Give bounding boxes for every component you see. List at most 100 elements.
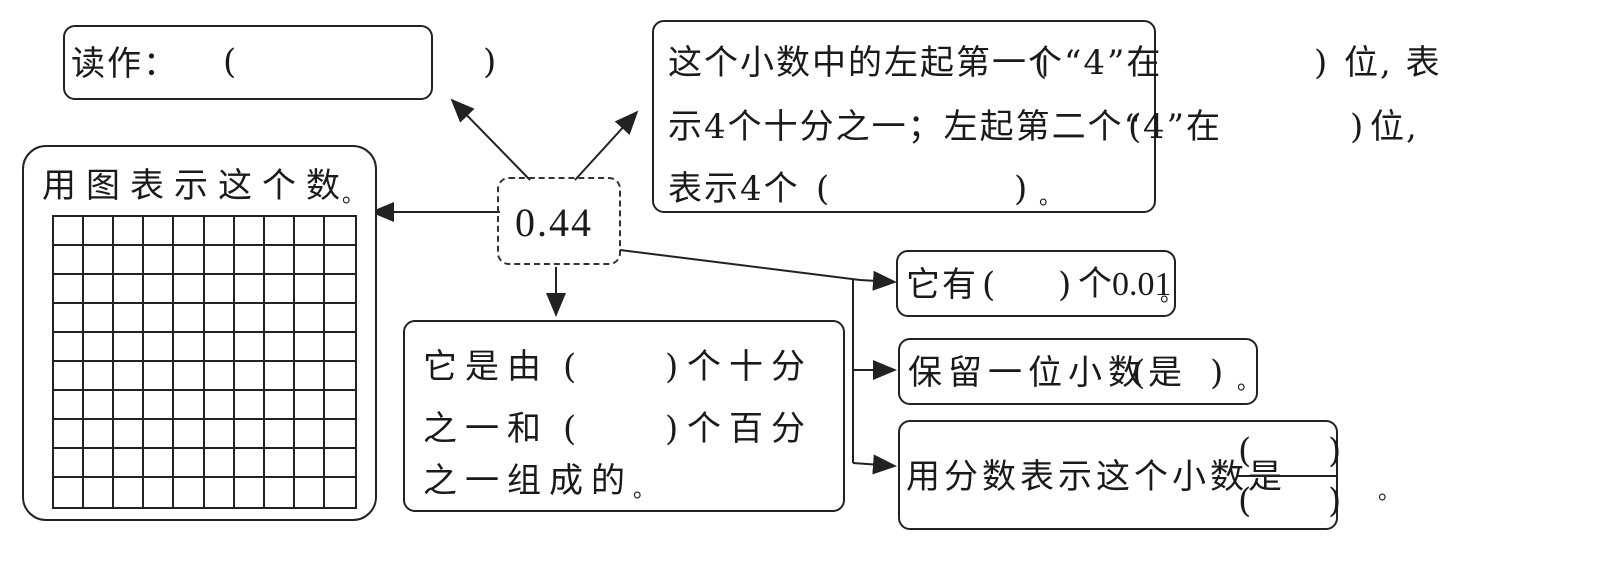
grid-cell[interactable]: [144, 275, 175, 304]
grid-cell[interactable]: [174, 391, 205, 420]
grid-cell[interactable]: [204, 333, 235, 362]
grid-cell[interactable]: [204, 420, 235, 449]
grid-cell[interactable]: [264, 304, 295, 333]
grid-cell[interactable]: [54, 478, 85, 507]
grid-cell[interactable]: [205, 478, 235, 507]
grid-cell[interactable]: [294, 246, 325, 275]
read-answer-blank[interactable]: [245, 39, 475, 87]
grid-cell[interactable]: [235, 478, 265, 507]
grid-cell[interactable]: [84, 304, 115, 333]
grid-cell[interactable]: [114, 391, 145, 420]
grid-cell[interactable]: [114, 246, 145, 275]
grid-cell[interactable]: [234, 304, 265, 333]
grid-cell[interactable]: [324, 246, 355, 275]
grid-cell[interactable]: [84, 449, 115, 478]
grid-cell[interactable]: [114, 217, 145, 246]
grid-cell[interactable]: [204, 246, 235, 275]
grid-cell[interactable]: [295, 478, 325, 507]
grid-cell[interactable]: [234, 391, 265, 420]
grid-cell[interactable]: [265, 478, 295, 507]
grid-cell[interactable]: [234, 217, 265, 246]
grid-cell[interactable]: [264, 449, 295, 478]
grid-cell[interactable]: [114, 333, 145, 362]
grid-cell[interactable]: [234, 420, 265, 449]
grid-cell[interactable]: [174, 333, 205, 362]
grid-cell[interactable]: [174, 449, 205, 478]
grid-cell[interactable]: [144, 362, 175, 391]
grid-cell[interactable]: [174, 246, 205, 275]
grid-cell[interactable]: [264, 246, 295, 275]
grid-cell[interactable]: [264, 362, 295, 391]
grid-cell[interactable]: [294, 275, 325, 304]
hundredths-count-blank[interactable]: [581, 404, 661, 448]
numerator-blank[interactable]: [1256, 428, 1326, 470]
grid-cell[interactable]: [174, 217, 205, 246]
grid-cell[interactable]: [294, 420, 325, 449]
grid-cell[interactable]: [174, 478, 205, 507]
denominator-blank[interactable]: [1256, 480, 1326, 522]
grid-cell[interactable]: [324, 304, 355, 333]
grid-cell[interactable]: [114, 362, 145, 391]
first-four-place-blank[interactable]: [1054, 38, 1134, 82]
grid-cell[interactable]: [234, 449, 265, 478]
grid-cell[interactable]: [114, 304, 145, 333]
grid-cell[interactable]: [144, 246, 175, 275]
grid-cell[interactable]: [234, 362, 265, 391]
grid-cell[interactable]: [84, 420, 115, 449]
grid-cell[interactable]: [54, 420, 85, 449]
grid-cell[interactable]: [144, 217, 175, 246]
grid-cell[interactable]: [174, 362, 205, 391]
grid-cell[interactable]: [234, 246, 265, 275]
grid-cell[interactable]: [54, 362, 85, 391]
tenths-count-blank[interactable]: [581, 342, 661, 386]
grid-cell[interactable]: [54, 391, 85, 420]
grid-cell[interactable]: [324, 275, 355, 304]
grid-cell[interactable]: [174, 304, 205, 333]
grid-cell[interactable]: [294, 449, 325, 478]
grid-cell[interactable]: [114, 420, 145, 449]
grid-cell[interactable]: [264, 217, 295, 246]
grid-cell[interactable]: [84, 362, 115, 391]
grid-cell[interactable]: [84, 275, 115, 304]
grid-cell[interactable]: [204, 217, 235, 246]
grid-cell[interactable]: [114, 275, 145, 304]
grid-cell[interactable]: [264, 275, 295, 304]
grid-cell[interactable]: [264, 333, 295, 362]
grid-cell[interactable]: [324, 420, 355, 449]
grid-cell[interactable]: [324, 362, 355, 391]
hundred-square-grid[interactable]: [52, 215, 357, 509]
grid-cell[interactable]: [54, 275, 85, 304]
grid-cell[interactable]: [204, 362, 235, 391]
grid-cell[interactable]: [294, 391, 325, 420]
grid-cell[interactable]: [84, 333, 115, 362]
grid-cell[interactable]: [264, 420, 295, 449]
grid-cell[interactable]: [84, 391, 115, 420]
grid-cell[interactable]: [294, 304, 325, 333]
grid-cell[interactable]: [174, 420, 205, 449]
grid-cell[interactable]: [234, 333, 265, 362]
grid-cell[interactable]: [294, 362, 325, 391]
second-four-place-blank[interactable]: [1148, 102, 1228, 146]
grid-cell[interactable]: [84, 246, 115, 275]
grid-cell[interactable]: [324, 449, 355, 478]
grid-cell[interactable]: [294, 217, 325, 246]
grid-cell[interactable]: [84, 478, 115, 507]
count-blank[interactable]: [1000, 260, 1060, 304]
grid-cell[interactable]: [54, 304, 85, 333]
grid-cell[interactable]: [204, 449, 235, 478]
grid-cell[interactable]: [54, 217, 85, 246]
grid-cell[interactable]: [144, 391, 175, 420]
grid-cell[interactable]: [144, 449, 175, 478]
grid-cell[interactable]: [174, 275, 205, 304]
grid-cell[interactable]: [294, 333, 325, 362]
grid-cell[interactable]: [325, 478, 355, 507]
grid-cell[interactable]: [114, 478, 145, 507]
grid-cell[interactable]: [54, 449, 85, 478]
grid-cell[interactable]: [144, 420, 175, 449]
grid-cell[interactable]: [84, 217, 115, 246]
grid-cell[interactable]: [264, 391, 295, 420]
grid-cell[interactable]: [54, 246, 85, 275]
grid-cell[interactable]: [324, 333, 355, 362]
grid-cell[interactable]: [234, 275, 265, 304]
grid-cell[interactable]: [204, 391, 235, 420]
